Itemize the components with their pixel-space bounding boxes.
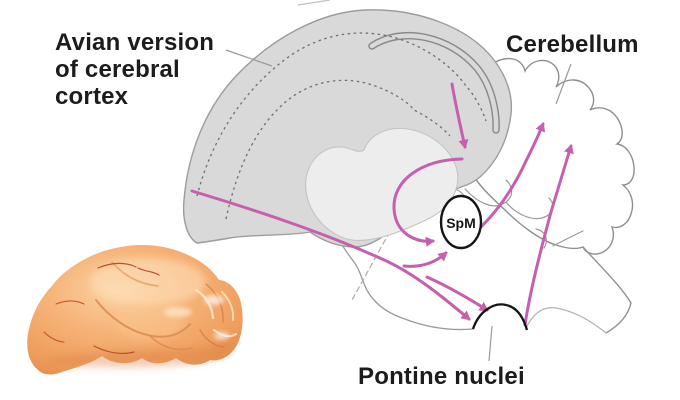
cortex-label-line2: of cerebral: [55, 56, 180, 83]
telencephalon-group: [182, 0, 513, 248]
top-edge-fragment-line: [297, 0, 331, 6]
brainstem-left-edge: [335, 233, 474, 331]
cortex-label-line1: Avian version: [55, 29, 214, 56]
cortex-label-line3: cortex: [55, 83, 129, 110]
spm-label: SpM: [446, 215, 476, 231]
brain-photo-main-crease: [95, 299, 191, 338]
midbrain-hook-right: [552, 230, 584, 247]
brain-photo-bottom-shadow: [45, 330, 236, 368]
pathway-cortex-to-pons-long: [190, 189, 471, 321]
nuclei-group: SpM: [439, 194, 529, 331]
brain-photo-glint-3: [164, 307, 192, 317]
dashed-arc-outer: [196, 32, 487, 197]
brain-photo-vessel-4: [43, 331, 65, 343]
brain-photo-vessel-3: [93, 345, 135, 354]
dashed-arc-inner: [225, 79, 451, 220]
telencephalon-inner-pale-region: [305, 127, 459, 241]
labels: Avian version of cerebral cortex Cerebel…: [55, 29, 639, 390]
pathway-branch-to-spm: [402, 251, 448, 268]
brain-photo-lower-crease: [149, 335, 193, 351]
pathway-spm-to-cerebellum: [479, 122, 546, 229]
pathway-arrows: [190, 82, 574, 327]
cerebellum-leader-line: [555, 63, 572, 105]
pathway-branch-to-pons: [425, 275, 489, 312]
ventricle-slit-inner: [369, 33, 499, 133]
brain-photo-cerebellum-fold-5: [221, 291, 235, 321]
spm-nucleus-oval: [439, 194, 483, 250]
cortex-leader-line: [225, 49, 273, 67]
brain-photo-vessel-2: [55, 300, 85, 305]
pathway-pons-to-cerebellum: [523, 144, 574, 327]
medulla-outline: [582, 246, 632, 334]
brain-photo-glint-1: [204, 295, 224, 305]
cortex-dashed-laminae: [196, 32, 487, 220]
pontine-label: Pontine nuclei: [358, 363, 525, 390]
brain-photo-frontal-crease: [111, 261, 159, 287]
brain-photo-glint-2: [214, 332, 230, 340]
brain-photo-cerebellum-fold-4: [199, 329, 225, 348]
cerebellum-label: Cerebellum: [506, 31, 639, 58]
pontine-leader-line: [488, 325, 493, 362]
pontine-nuclei-arc: [471, 303, 529, 331]
brain-photo-vessel-1: [97, 262, 160, 276]
pathway-loop-to-spm: [392, 157, 464, 247]
pathway-cortex-descending: [450, 82, 469, 149]
bird-brain-photo: [27, 245, 243, 375]
leader-lines: [225, 49, 572, 362]
brainstem-bottom-edge: [525, 306, 607, 334]
